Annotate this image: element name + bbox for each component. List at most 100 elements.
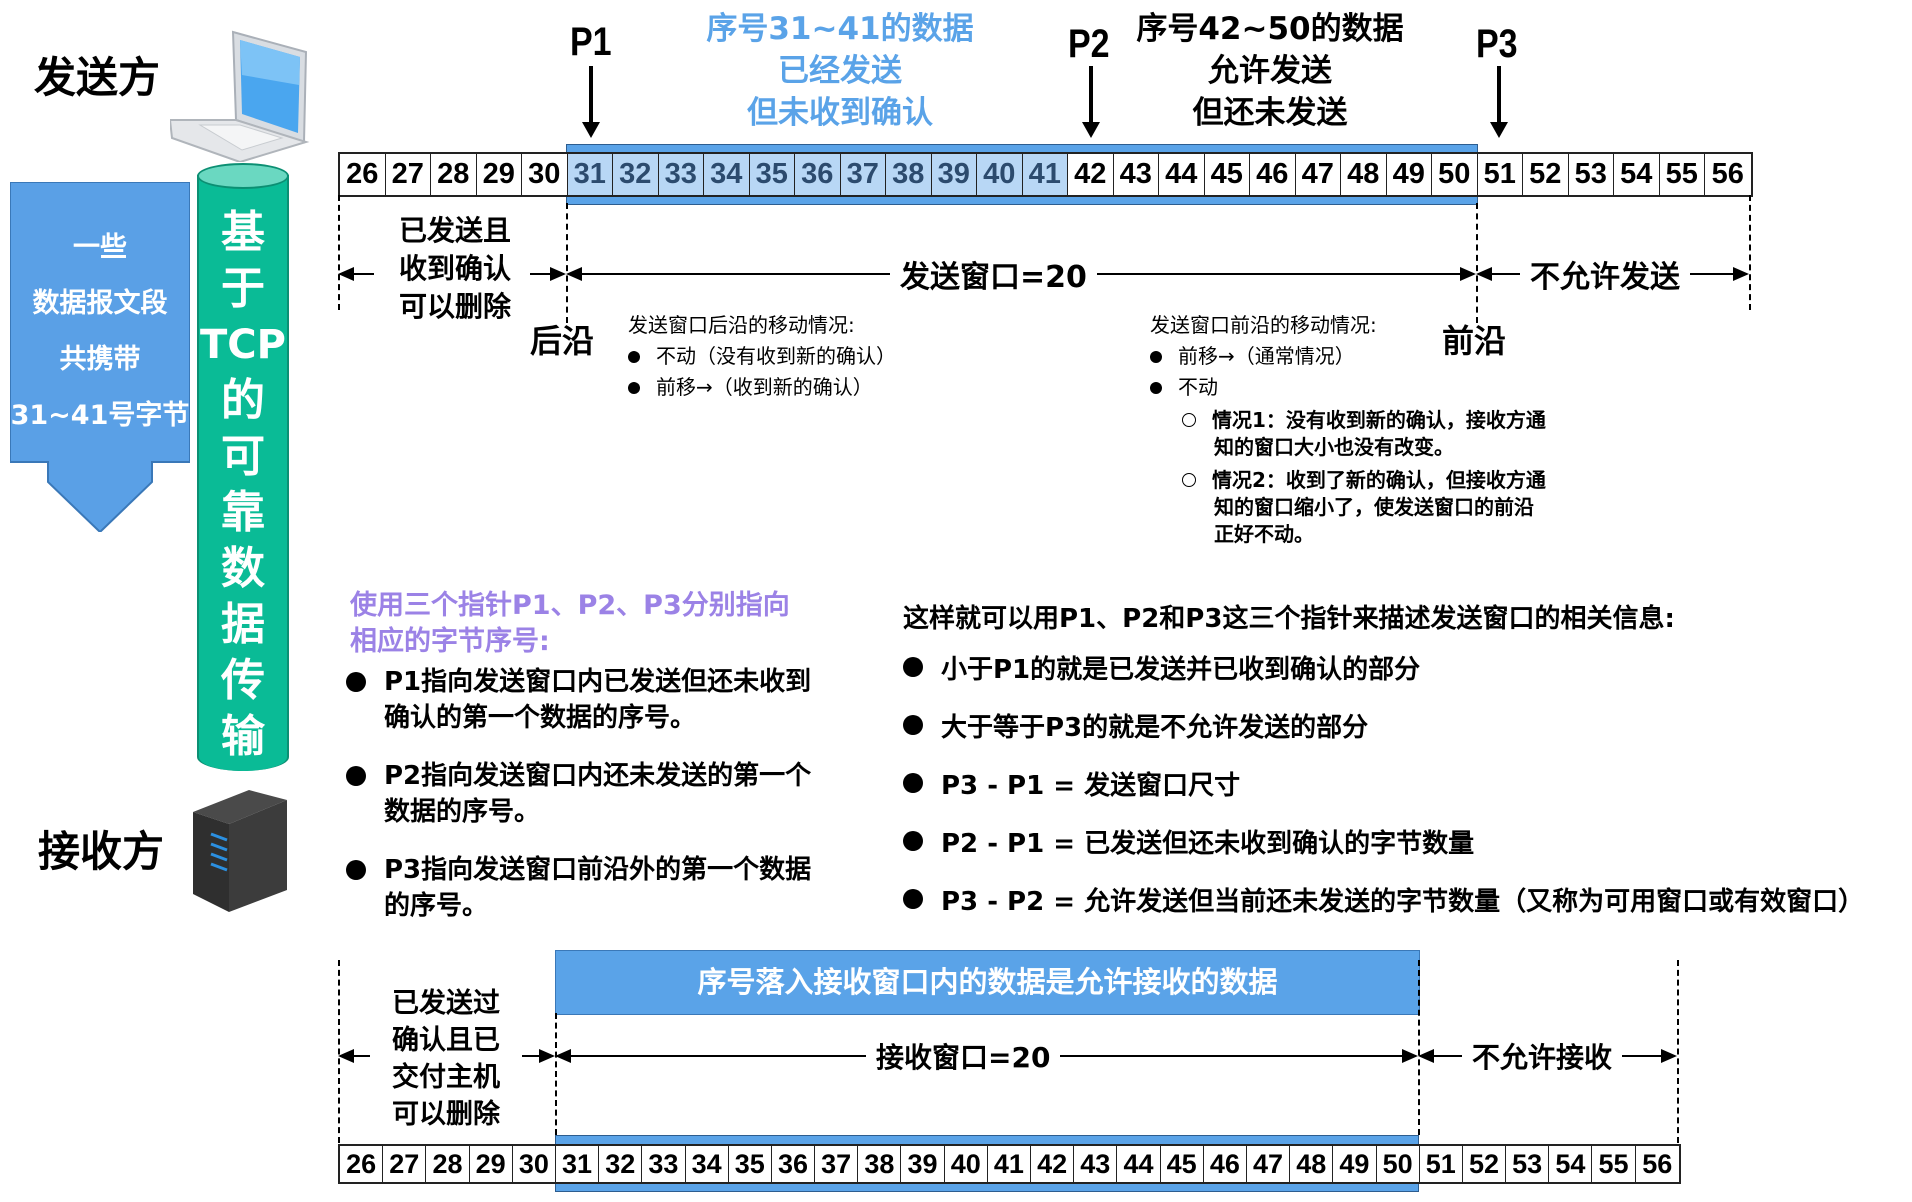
segment-arrow-line: 一些 [73,232,127,263]
item-text: P3 - P1 = 发送窗口尺寸 [941,770,1241,801]
note-line: 允许发送 [1208,53,1332,89]
summary-item: P3 - P2 = 允许发送但当前还未发送的字节数量（又称为可用窗口或有效窗口） [903,870,1864,928]
server-icon [193,790,287,912]
pointer-usage-list: P1指向发送窗口内已发送但还未收到确认的第一个数据的序号。 P2指向发送窗口内还… [346,664,886,946]
receive-back-edge-guide [555,1013,557,1135]
sequence-cell: 42 [1031,1146,1075,1182]
pointer-p3-label: P3 [1476,22,1518,66]
back-edge-label: 后沿 [530,322,595,360]
sequence-cell: 36 [772,1146,816,1182]
send-window-size-label: 发送窗口=20 [890,252,1097,296]
case-line: 知的窗口大小也没有改变。 [1214,435,1454,459]
dashed-guide [1677,960,1679,1143]
sequence-cell: 26 [340,1146,384,1182]
sequence-cell: 26 [340,154,386,195]
sequence-cell: 36 [795,154,841,195]
sequence-cell: 51 [1478,154,1523,195]
segment-line: 已发送过 [392,988,500,1019]
item-line: 确认的第一个数据的序号。 [384,703,697,733]
summary-item: 小于P1的就是已发送并已收到确认的部分 [903,638,1864,696]
sequence-cell: 31 [567,154,613,195]
sequence-cell: 47 [1296,154,1341,195]
cylinder-char: 可 [221,431,265,482]
acked-segment-label: 已发送且 收到确认 可以删除 [380,212,530,326]
sequence-cell: 52 [1463,1146,1507,1182]
segment-arrow-line: 31~41号字节 [10,400,190,431]
sequence-cell: 28 [431,154,477,195]
segment-arrow-text: 一些 数据报文段 共携带 31~41号字节 [10,220,190,444]
front-edge-moves-title: 发送窗口前沿的移动情况: [1150,313,1377,337]
sequence-cell: 39 [931,154,977,195]
bullet-icon [346,672,366,692]
cylinder-char: 于 [221,263,265,314]
sequence-cell: 28 [426,1146,470,1182]
bullet-icon [903,831,923,851]
segment-arrow-line: 数据报文段 [32,288,168,319]
bullet-icon [1150,382,1162,394]
sequence-cell: 51 [1420,1146,1463,1182]
bullet-icon [1150,351,1162,363]
sequence-cell: 41 [1022,154,1068,195]
dashed-guide [1749,195,1751,310]
summary-item: 大于等于P3的就是不允许发送的部分 [903,696,1864,754]
sequence-cell: 55 [1592,1146,1636,1182]
sequence-cell: 50 [1377,1146,1420,1182]
bullet-icon [903,715,923,735]
cylinder-char: 数 [221,543,265,594]
sequence-cell: 32 [599,1146,643,1182]
bullet-icon [628,351,640,363]
sequence-cell: 48 [1341,154,1387,195]
segment-line: 已发送且 [398,214,511,247]
sequence-cell: 41 [988,1146,1031,1182]
item-text: 前移→（收到新的确认） [656,375,873,399]
item-line: P3指向发送窗口前沿外的第一个数据 [384,855,812,885]
delivered-right-arrow [522,1049,555,1063]
acked-left-arrow [338,267,374,281]
front-edge-guide [1476,203,1478,323]
sequence-cell: 54 [1549,1146,1593,1182]
dashed-guide [338,195,340,310]
tcp-reliable-transfer-cylinder: 基 于 TCP 的 可 靠 数 据 传 输 [197,163,289,783]
sequence-cell: 53 [1506,1146,1550,1182]
sequence-cell: 43 [1074,1146,1118,1182]
item-text: 不动（没有收到新的确认） [656,344,896,368]
pointer-p1-arrow [582,66,600,138]
segment-arrow-line: 共携带 [59,344,141,375]
sequence-cell: 40 [945,1146,988,1182]
receive-window-header: 序号落入接收窗口内的数据是允许接收的数据 [555,950,1420,1015]
cylinder-char: 据 [221,599,265,650]
sequence-cell: 33 [658,154,704,195]
sequence-cell: 30 [513,1146,556,1182]
segment-line: 收到确认 [398,252,511,285]
pointer-summary-list: 小于P1的就是已发送并已收到确认的部分 大于等于P3的就是不允许发送的部分 P3… [903,638,1864,928]
note-line: 序号42~50的数据 [1136,11,1404,47]
front-edge-move-item: 不动 [1150,372,1546,403]
sequence-cell: 35 [749,154,795,195]
front-edge-moves: 发送窗口前沿的移动情况: 前移→（通常情况） 不动 情况1：没有收到新的确认，接… [1150,310,1546,548]
sequence-cell: 55 [1660,154,1705,195]
item-line: P2指向发送窗口内还未发送的第一个 [384,761,812,791]
item-text: P3 - P2 = 允许发送但当前还未发送的字节数量（又称为可用窗口或有效窗口） [941,886,1865,917]
summary-item: P2 - P1 = 已发送但还未收到确认的字节数量 [903,812,1864,870]
case-line: 情况2：收到了新的确认，但接收方通 [1212,468,1546,492]
case-line: 知的窗口缩小了，使发送窗口的前沿 [1214,495,1534,519]
sequence-cell: 49 [1387,154,1432,195]
sequence-cell: 30 [522,154,568,195]
item-text: P2 - P1 = 已发送但还未收到确认的字节数量 [941,828,1475,859]
pointer-p1-label: P1 [570,20,612,64]
sequence-cell: 52 [1523,154,1569,195]
sequence-cell: 44 [1117,1146,1161,1182]
sequence-cell: 35 [729,1146,772,1182]
receive-window-size-label: 接收窗口=20 [866,1036,1061,1076]
back-edge-move-item: 前移→（收到新的确认） [628,372,896,403]
delivered-segment-label: 已发送过 确认且已 交付主机 可以删除 [376,985,516,1133]
pointer-p2-label: P2 [1068,22,1110,66]
sequence-cell: 31 [556,1146,600,1182]
front-edge-move-item: 前移→（通常情况） [1150,341,1546,372]
segment-line: 交付主机 [392,1062,500,1093]
note-line: 但还未发送 [1192,95,1348,131]
sequence-cell: 27 [383,1146,427,1182]
item-text: 不动 [1178,375,1218,399]
sequence-cell: 46 [1204,1146,1247,1182]
sent-unacked-note: 序号31~41的数据 已经发送 但未收到确认 [680,8,1000,134]
